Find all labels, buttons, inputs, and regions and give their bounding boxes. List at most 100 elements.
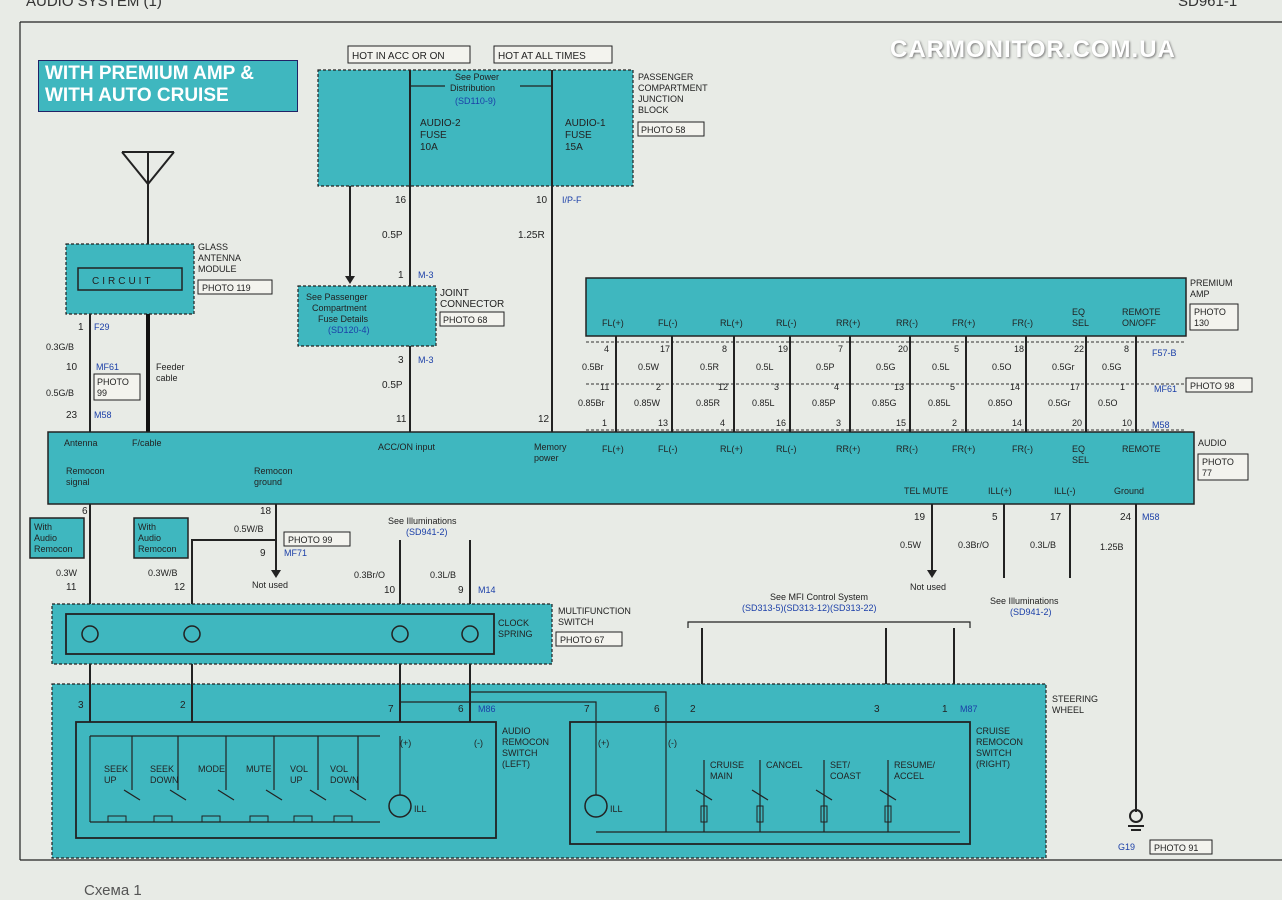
audio-out-3-0: RL(-) (776, 444, 797, 454)
left-resistor-0 (107, 815, 127, 823)
amp-pin-top-6: 5 (954, 344, 959, 354)
left-resistor-1 (153, 815, 173, 823)
amp-pin-bot-7: 14 (1012, 418, 1022, 428)
amp-pin-bot-0: 1 (602, 418, 607, 428)
audio-out-9-0: REMOTE (1122, 444, 1161, 454)
left-switch-contact-4 (309, 789, 327, 801)
glass-antenna-module (65, 243, 195, 315)
amp-wire2-1: 0.85W (634, 398, 661, 408)
mfi-bracket (687, 621, 971, 628)
amp-pin-mid-9: 1 (1120, 382, 1125, 392)
remocon-ground-2: ground (254, 477, 282, 487)
amp-pin-bot-2: 4 (720, 418, 725, 428)
remocon-signal-2: signal (66, 477, 90, 487)
left-resistor-3 (249, 815, 269, 823)
right-plus: (+) (598, 738, 609, 748)
remocon-signal-1: Remocon (66, 466, 105, 476)
ant-w1: 0.3G/B (46, 342, 74, 352)
amp-label-7-0: FR(-) (1012, 318, 1033, 328)
with-audio-badge-2 (133, 517, 189, 559)
with-audio-1a: With (34, 522, 52, 532)
pjb-line4: BLOCK (638, 105, 669, 115)
audio-out-4-0: RR(+) (836, 444, 860, 454)
fuse2-line1: AUDIO-2 (420, 118, 461, 129)
amp-pin-mid-6: 5 (950, 382, 955, 392)
not-used-1: Not used (252, 580, 288, 590)
m3-bottom: M-3 (418, 355, 434, 365)
premium-amp (585, 277, 1187, 337)
circuit-label: CIRCUIT (92, 276, 154, 287)
amp-label-8-0: EQ (1072, 307, 1085, 317)
w03lb: 0.3L/B (430, 570, 456, 580)
sw-pin6: 6 (458, 704, 464, 715)
left-resistor-4 (293, 815, 313, 823)
left-switch-2: REMOCON (502, 737, 549, 747)
amp-pin-top-5: 20 (898, 344, 908, 354)
amp-pin-bot-4: 3 (836, 418, 841, 428)
feeder-2: cable (156, 373, 178, 383)
right-switch-2: REMOCON (976, 737, 1023, 747)
amp-pin-bot-8: 20 (1072, 418, 1082, 428)
right-resistor-2 (820, 805, 828, 823)
pin9-ill: 9 (458, 585, 464, 596)
left-plus: (+) (400, 738, 411, 748)
amp-label-2-0: RL(+) (720, 318, 743, 328)
page-title: AUDIO SYSTEM (1) (26, 0, 162, 10)
w03bro: 0.3Br/O (958, 540, 989, 550)
audio-out-0-0: FL(+) (602, 444, 624, 454)
amp-wire1-7: 0.5O (992, 362, 1012, 372)
clock-1: CLOCK (498, 618, 529, 628)
amp-wire2-3: 0.85L (752, 398, 775, 408)
right-switch-contact-1 (751, 789, 769, 801)
feeder-1: Feeder (156, 362, 185, 372)
fuse2-line3: 10A (420, 142, 438, 153)
w05p-2: 0.5P (382, 380, 403, 391)
amp-wire2-9: 0.5O (1098, 398, 1118, 408)
amp-wire1-5: 0.5G (876, 362, 896, 372)
m58-ground: M58 (1142, 512, 1160, 522)
f57b-ref: F57-B (1152, 348, 1177, 358)
pin19: 19 (914, 512, 926, 523)
left-switch-3: SWITCH (502, 748, 538, 758)
left-switch-contact-0 (123, 789, 141, 801)
remocon-ground-1: Remocon (254, 466, 293, 476)
ant-pin10: 10 (66, 362, 78, 373)
left-ill: ILL (414, 804, 427, 814)
clock-spring-coil-3 (391, 625, 409, 643)
left-button-1-1: DOWN (150, 775, 179, 785)
photo119-box (197, 279, 273, 295)
amp-wire1-0: 0.5Br (582, 362, 604, 372)
audio-antenna: Antenna (64, 438, 98, 448)
w03br: 0.3Br/O (354, 570, 385, 580)
with-audio-2a: With (138, 522, 156, 532)
photo58: PHOTO 58 (641, 125, 685, 135)
audio-out-2-0: RL(+) (720, 444, 743, 454)
amp-pin-top-8: 22 (1074, 344, 1084, 354)
w05w: 0.5W (900, 540, 922, 550)
amp-label-1-0: FL(-) (658, 318, 678, 328)
amp-pin-mid-8: 17 (1070, 382, 1080, 392)
sd313-ref: (SD313-5)(SD313-12)(SD313-22) (742, 603, 877, 613)
left-button-2-0: MODE (198, 764, 225, 774)
with-audio-2b: Audio (138, 533, 161, 543)
pin3-joint: 3 (398, 355, 404, 366)
distribution-label: Distribution (450, 83, 495, 93)
fuse1-line2: FUSE (565, 130, 592, 141)
right-resistor-0 (700, 805, 708, 823)
with-audio-1b: Audio (34, 533, 57, 543)
amp-pin-mid-2: 12 (718, 382, 728, 392)
mf71-ref: MF71 (284, 548, 307, 558)
amp-pin-mid-3: 3 (774, 382, 779, 392)
amp-pin-top-2: 8 (722, 344, 727, 354)
photo98-box (1185, 377, 1253, 393)
pin24: 24 (1120, 512, 1132, 523)
m58-ref: M58 (94, 410, 112, 420)
ant-pin1: 1 (78, 322, 84, 333)
pin12-left: 12 (174, 582, 186, 593)
mfs-1: MULTIFUNCTION (558, 606, 631, 616)
amp-label-8-1: SEL (1072, 318, 1089, 328)
photo67: PHOTO 67 (560, 635, 604, 645)
sw-pin7: 7 (388, 704, 394, 715)
passenger-junction-block (317, 69, 634, 187)
